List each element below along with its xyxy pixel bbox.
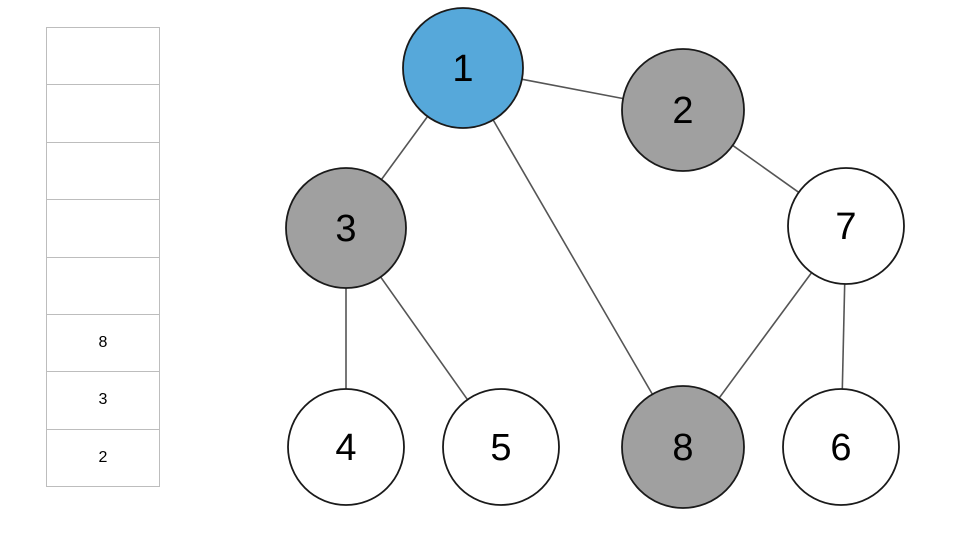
graph-node-5[interactable]: 5 (442, 388, 560, 506)
stack-cell[interactable] (46, 141, 160, 200)
graph-node-label-4: 4 (335, 427, 356, 469)
stack-cell[interactable]: 2 (46, 428, 160, 487)
graph-node-7[interactable]: 7 (787, 167, 905, 285)
stack-panel: 8 3 2 (46, 27, 160, 487)
graph-edge-1-2 (520, 78, 625, 100)
graph-node-label-8: 8 (672, 427, 693, 469)
graph-node-4[interactable]: 4 (287, 388, 405, 506)
graph-node-label-1: 1 (452, 48, 473, 90)
graph-node-circle-3[interactable] (285, 167, 407, 289)
graph-node-8[interactable]: 8 (621, 385, 745, 509)
graph-node-circle-8[interactable] (621, 385, 745, 509)
graph-node-circle-4[interactable] (287, 388, 405, 506)
graph-edge-7-6 (841, 282, 846, 391)
graph-node-3[interactable]: 3 (285, 167, 407, 289)
graph-edge-1-3 (380, 115, 429, 181)
graph-edge-7-8 (717, 271, 813, 400)
graph-node-circle-2[interactable] (621, 48, 745, 172)
graph-node-2[interactable]: 2 (621, 48, 745, 172)
graph-edge-3-5 (379, 275, 469, 401)
graph-node-circle-1[interactable] (402, 7, 524, 129)
graph-edge-1-8 (491, 118, 654, 396)
graph-node-label-5: 5 (490, 427, 511, 469)
graph-node-1[interactable]: 1 (402, 7, 524, 129)
stack-cell[interactable]: 8 (46, 313, 160, 372)
stack-cell[interactable]: 3 (46, 371, 160, 429)
edge-group (345, 78, 846, 401)
stack-cell-value: 8 (98, 334, 108, 352)
stack-cell-value: 3 (98, 391, 108, 409)
graph-node-label-7: 7 (835, 206, 856, 248)
graph-node-label-6: 6 (830, 427, 851, 469)
stack-cell[interactable] (46, 84, 160, 142)
stack-cell[interactable] (46, 27, 160, 85)
graph-node-circle-6[interactable] (782, 388, 900, 506)
graph-node-label-2: 2 (672, 90, 693, 132)
node-group: 1 2 3 7 4 5 8 6 (285, 7, 905, 509)
graph-edge-2-7 (731, 144, 801, 194)
stack-cell[interactable] (46, 199, 160, 257)
stack-cell[interactable] (46, 256, 160, 314)
graph-node-circle-7[interactable] (787, 167, 905, 285)
stack-cell-value: 2 (98, 448, 108, 466)
graph-node-label-3: 3 (335, 208, 356, 250)
graph-node-6[interactable]: 6 (782, 388, 900, 506)
graph-node-circle-5[interactable] (442, 388, 560, 506)
